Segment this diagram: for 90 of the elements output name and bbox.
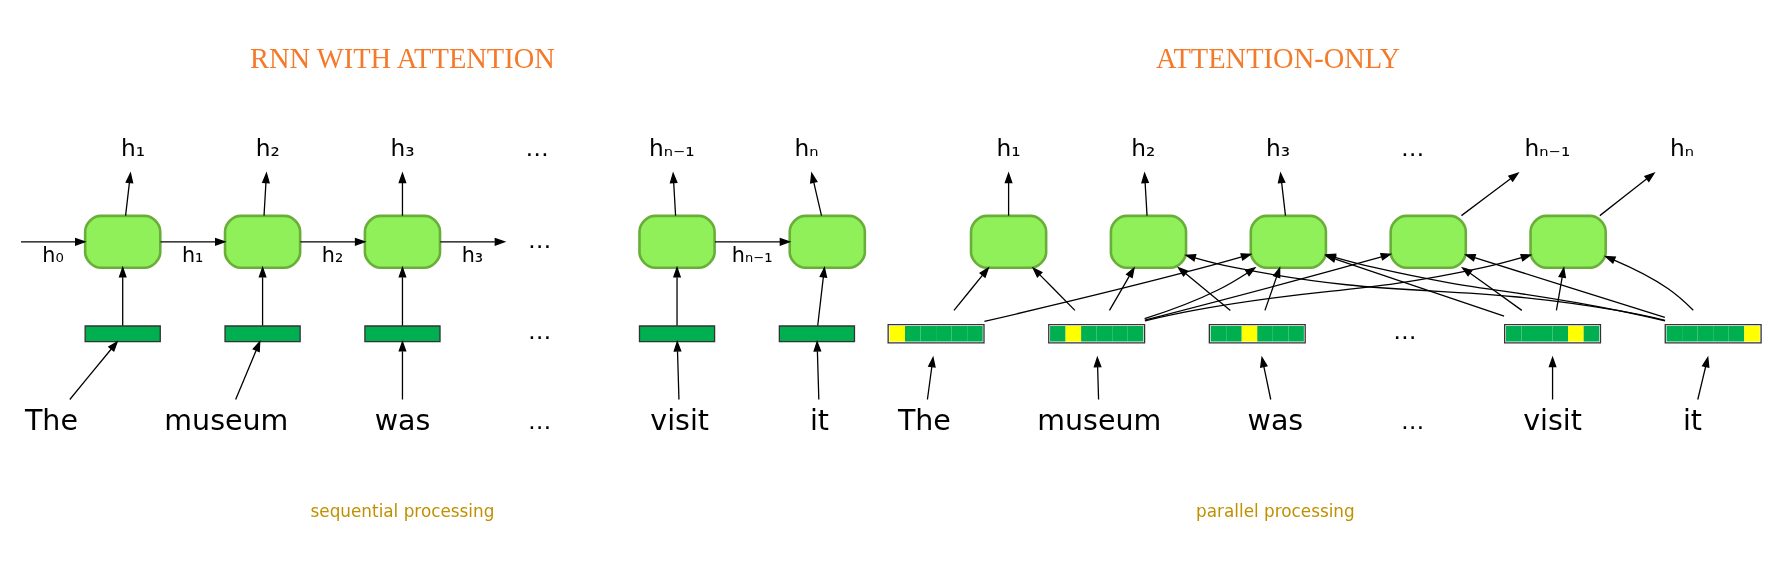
node-box [223,214,302,269]
arrow [1548,355,1557,401]
node-text: The [24,404,78,438]
edge-label: h₀ [42,243,64,268]
arrow [926,355,936,401]
arrow [817,265,828,327]
label: … [1393,317,1417,345]
arrow [809,171,823,217]
node-bar [364,325,441,343]
node-text: h₁ [121,133,146,161]
node-bar [638,325,716,343]
edge-label: hₙ₋₁ [731,243,773,268]
edge-label: h₁ [181,243,204,268]
label: … [1401,406,1425,434]
label: … [525,133,549,161]
node-bar [224,325,301,343]
node-text: museum [1037,404,1162,438]
arrow [1464,253,1666,318]
node-text: h₃ [1265,133,1291,161]
arrow [398,171,407,217]
arrow [1603,255,1694,311]
arrow [124,171,134,217]
arrow [714,237,792,246]
arrow [1697,355,1710,401]
arrow [1259,355,1272,401]
node-box [1109,214,1188,269]
label: … [528,317,552,345]
label: RNN WITH ATTENTION [250,42,555,74]
node-text: hₙ₋₁ [1524,133,1571,161]
node-text: … [528,225,552,253]
arrow [983,253,1253,323]
arrow [398,339,407,401]
arrow [69,340,119,401]
node-box [1389,214,1468,269]
arrow [299,237,367,246]
node-box [363,214,442,269]
arrow [20,237,87,246]
node-text: visit [1523,404,1582,438]
arrow [1599,171,1656,217]
arrow [673,339,682,401]
node-text: h₂ [1131,133,1156,161]
arrow [1277,171,1287,217]
node-text: visit [650,404,709,438]
node-box [638,214,716,269]
arrow [118,265,127,327]
arrow [1004,171,1013,217]
node-bar [84,325,161,343]
arrow [1460,266,1523,312]
node-text: The [897,404,951,438]
node-text: it [809,404,830,438]
arrow [672,265,682,327]
node-text: h₁ [996,133,1021,161]
arrow [235,340,261,401]
edge-label: h₃ [461,243,484,268]
arrow [1108,266,1135,312]
arrow [669,171,678,217]
arrow [398,265,407,327]
node-text: hₙ [1670,133,1695,161]
edge-label: h₂ [321,243,344,268]
arrow [439,237,507,246]
arrow [159,237,227,246]
node-box [1529,214,1607,269]
node-box [1249,214,1328,269]
arrow [813,339,822,401]
node-text: h₂ [255,133,280,161]
arrow [261,171,270,217]
label: ATTENTION-ONLY [1156,42,1400,74]
node-bar [778,325,856,343]
node-box [83,214,162,269]
arrow [1177,266,1232,312]
label: … [1401,133,1425,161]
arrow [953,266,990,312]
node-text: museum [164,404,289,438]
node-text: was [374,404,431,438]
node-box [788,214,867,269]
node-box [969,214,1048,269]
node-text: it [1682,404,1702,438]
node-text: was [1247,404,1304,438]
node-text: hₙ₋₁ [649,133,695,161]
arrow [1141,171,1150,217]
arrow [258,265,267,327]
label: parallel processing [1196,500,1355,521]
node-text: hₙ [794,133,819,161]
label: … [528,406,552,434]
node-text: h₃ [390,133,415,161]
label: sequential processing [310,500,495,521]
arrow [1460,172,1520,217]
arrow [1093,355,1102,401]
arrow [1555,266,1567,312]
arrow [1031,266,1076,312]
